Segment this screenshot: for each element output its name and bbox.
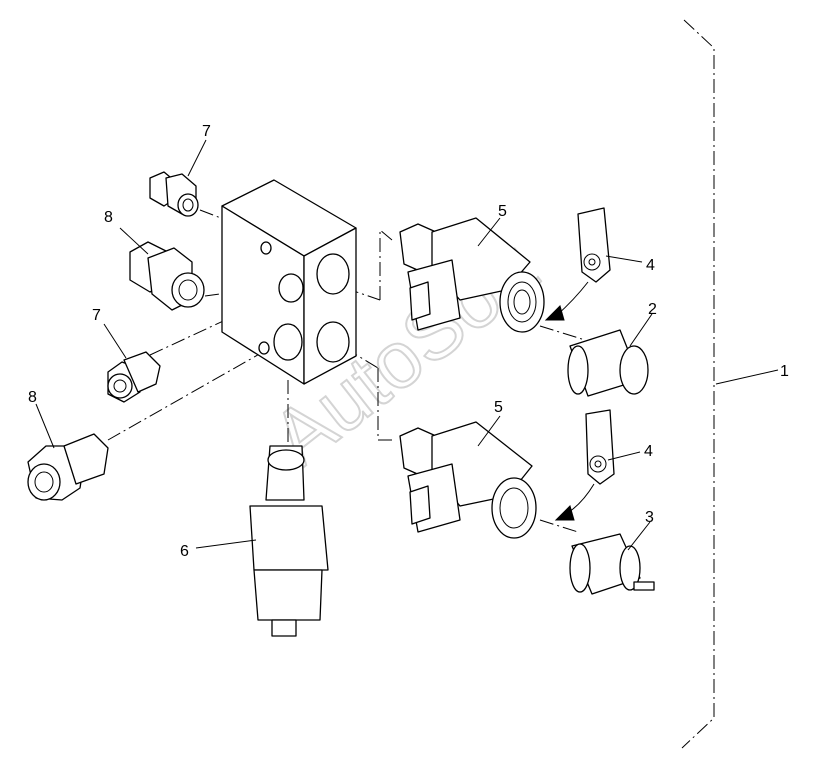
- callout-5-upper: 5: [498, 203, 507, 220]
- callout-3: 3: [645, 509, 654, 526]
- fitting-8-upper: [129, 241, 205, 311]
- manifold-block: [221, 179, 357, 385]
- retaining-clip-4-upper: [577, 207, 611, 283]
- callout-5-lower: 5: [494, 399, 503, 416]
- pressure-switch-6: [249, 445, 329, 637]
- fitting-7-upper: [149, 171, 199, 217]
- sensor-3: [569, 533, 655, 595]
- callout-labels: 1 2 3 4 4 5 5 6 7 7 8 8: [28, 123, 789, 560]
- callout-8-upper: 8: [104, 209, 113, 226]
- leader-lines: [35, 139, 779, 551]
- callout-6: 6: [180, 543, 189, 560]
- callout-4-lower: 4: [644, 443, 653, 460]
- callout-1: 1: [780, 363, 789, 380]
- assembly-boundary: [681, 19, 715, 749]
- retaining-clip-4-lower: [585, 409, 615, 485]
- fitting-8-lower: [27, 433, 109, 501]
- callout-4-upper: 4: [646, 257, 655, 274]
- plug-2: [567, 329, 649, 397]
- callout-8-lower: 8: [28, 389, 37, 406]
- solenoid-valve-5-upper: [399, 217, 545, 333]
- solenoid-valve-5-lower: [399, 421, 537, 539]
- fitting-7-lower: [107, 351, 161, 403]
- callout-7-lower: 7: [92, 307, 101, 324]
- insertion-arrows: [544, 281, 595, 521]
- callout-2: 2: [648, 301, 657, 318]
- callout-7-upper: 7: [202, 123, 211, 140]
